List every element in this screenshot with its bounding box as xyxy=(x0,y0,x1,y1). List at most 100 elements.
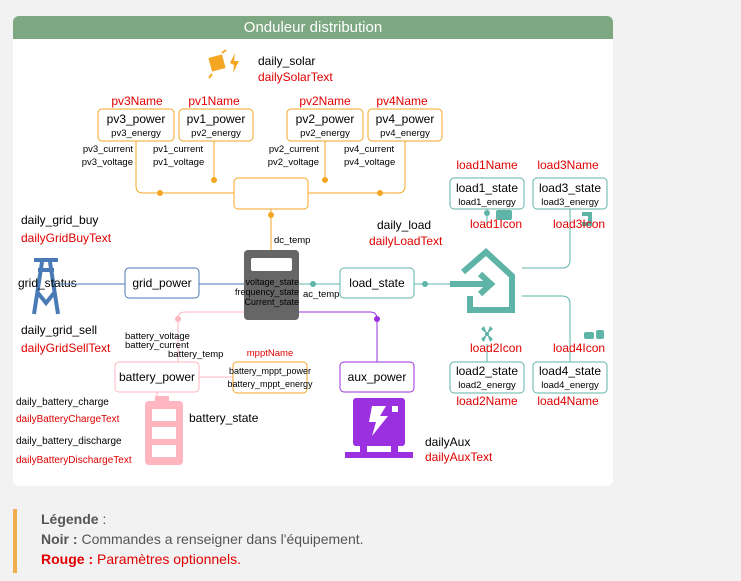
load4-icon-label: load4Icon xyxy=(553,341,605,355)
mppt-power: battery_mppt_power xyxy=(229,366,311,376)
legend-red-key: Rouge : xyxy=(41,551,94,567)
load4-energy: load4_energy xyxy=(541,380,599,391)
load4-state: load4_state xyxy=(539,364,601,378)
legend-title-row: Légende : xyxy=(41,511,107,527)
pv3-energy: pv3_energy xyxy=(111,128,161,139)
load-state: load_state xyxy=(349,276,405,290)
daily-grid-buy-label: daily_grid_buy xyxy=(21,213,98,227)
load1-energy: load1_energy xyxy=(458,197,516,208)
daily-grid-buy-text: dailyGridBuyText xyxy=(21,231,112,245)
pv1-energy: pv2_energy xyxy=(191,128,241,139)
grid-power-box: grid_power xyxy=(124,267,200,299)
load3-icon xyxy=(582,212,592,226)
battery-power-box: battery_power xyxy=(114,361,200,393)
battery-voltage: battery_voltage xyxy=(125,331,190,342)
daily-battery-discharge-label: daily_battery_discharge xyxy=(16,436,122,447)
legend-black-text: Commandes a renseigner dans l'équipement… xyxy=(81,531,364,547)
pv2-voltage: pv2_voltage xyxy=(268,157,319,168)
load4-name: load4Name xyxy=(537,394,599,408)
load3-box: load3_state load3_energy xyxy=(532,177,608,210)
load2-state: load2_state xyxy=(456,364,518,378)
battery-current: battery_current xyxy=(125,340,189,351)
solar-icon xyxy=(208,49,239,79)
daily-aux-text: dailyAuxText xyxy=(425,450,493,464)
daily-aux-label: dailyAux xyxy=(425,435,470,449)
pv-junction-dots xyxy=(157,177,383,218)
legend-black-row: Noir : Commandes a renseigner dans l'équ… xyxy=(41,529,613,549)
daily-load-label: daily_load xyxy=(377,218,431,232)
legend: Légende : Noir : Commandes a renseigner … xyxy=(13,509,613,573)
battery-state: battery_state xyxy=(189,411,259,425)
aux-power-box: aux_power xyxy=(339,361,415,393)
aux-wiring xyxy=(299,311,378,362)
load4-icon xyxy=(584,330,604,339)
pv4-name: pv4Name xyxy=(376,94,428,108)
load1-box: load1_state load1_energy xyxy=(449,177,525,210)
load3-icon-label: load3Icon xyxy=(553,217,605,231)
daily-load-text: dailyLoadText xyxy=(369,234,443,248)
ac-temp: ac_temp xyxy=(303,289,339,300)
load-junction-dot xyxy=(310,281,316,287)
daily-battery-charge-label: daily_battery_charge xyxy=(16,397,109,408)
pv2-power: pv2_power xyxy=(296,112,355,126)
daily-grid-sell-text: dailyGridSellText xyxy=(21,341,111,355)
load3-name: load3Name xyxy=(537,158,599,172)
load1-icon-label: load1Icon xyxy=(470,217,522,231)
load3-energy: load3_energy xyxy=(541,197,599,208)
daily-battery-discharge-text: dailyBatteryDischargeText xyxy=(16,455,132,466)
pv4-box: pv4_power pv4_energy xyxy=(367,108,443,142)
diagram-card: Onduleur distribution daily_solar dailyS… xyxy=(13,16,613,486)
pv1-current: pv1_current xyxy=(153,144,204,155)
aux-junction-dot xyxy=(374,316,380,322)
pv4-voltage: pv4_voltage xyxy=(344,157,395,168)
battery-icon xyxy=(145,396,183,465)
daily-battery-charge-text: dailyBatteryChargeText xyxy=(16,414,120,425)
current-state: Current_state xyxy=(244,297,299,307)
mppt-energy: battery_mppt_energy xyxy=(227,379,313,389)
load2-energy: load2_energy xyxy=(458,380,516,391)
pv4-current: pv4_current xyxy=(344,144,395,155)
load-house-dot xyxy=(422,281,428,287)
load-state-box: load_state xyxy=(339,267,415,299)
load-connectors xyxy=(486,209,571,362)
voltage-state: voltage_state xyxy=(245,277,299,287)
pv1-name: pv1Name xyxy=(188,94,240,108)
load3-state: load3_state xyxy=(539,181,601,195)
grid-status: grid_status xyxy=(18,276,77,290)
frequency-state: frequency_state xyxy=(235,287,299,297)
load2-name: load2Name xyxy=(456,394,518,408)
mppt-name: mpptName xyxy=(247,348,293,359)
battery-junction-dot xyxy=(175,316,181,322)
battery-temp: battery_temp xyxy=(168,349,223,360)
pv1-power: pv1_power xyxy=(187,112,246,126)
daily-solar-label: daily_solar xyxy=(258,54,315,68)
load1-name: load1Name xyxy=(456,158,518,172)
pv4-energy: pv4_energy xyxy=(380,128,430,139)
pv3-box: pv3_power pv3_energy xyxy=(97,108,175,142)
dc-temp: dc_temp xyxy=(274,235,310,246)
load4-box: load4_state load4_energy xyxy=(532,361,608,394)
pv2-name: pv2Name xyxy=(299,94,351,108)
generator-icon xyxy=(345,398,413,458)
pv2-current: pv2_current xyxy=(269,144,320,155)
card-title: Onduleur distribution xyxy=(13,16,613,39)
pv2-box: pv2_power pv2_energy xyxy=(286,108,364,142)
house-icon xyxy=(450,247,515,313)
inverter-icon xyxy=(244,250,299,320)
pv2-energy: pv2_energy xyxy=(300,128,350,139)
pv1-voltage: pv1_voltage xyxy=(153,157,204,168)
grid-power: grid_power xyxy=(132,276,191,290)
daily-grid-sell-label: daily_grid_sell xyxy=(21,323,97,337)
pv-wiring xyxy=(135,141,406,250)
battery-power: battery_power xyxy=(119,370,195,384)
legend-red-text: Paramètres optionnels. xyxy=(97,551,241,567)
pv3-current: pv3_current xyxy=(83,144,134,155)
load2-icon-label: load2Icon xyxy=(470,341,522,355)
load1-icon xyxy=(484,210,512,220)
distribution-diagram: daily_solar dailySolarText pv3Name pv1Na… xyxy=(16,49,608,466)
legend-red-row: Rouge : Paramètres optionnels. xyxy=(41,549,613,569)
pylon-icon xyxy=(32,258,60,315)
daily-solar-text: dailySolarText xyxy=(258,70,333,84)
pv3-power: pv3_power xyxy=(107,112,166,126)
legend-title: Légende xyxy=(41,511,99,527)
